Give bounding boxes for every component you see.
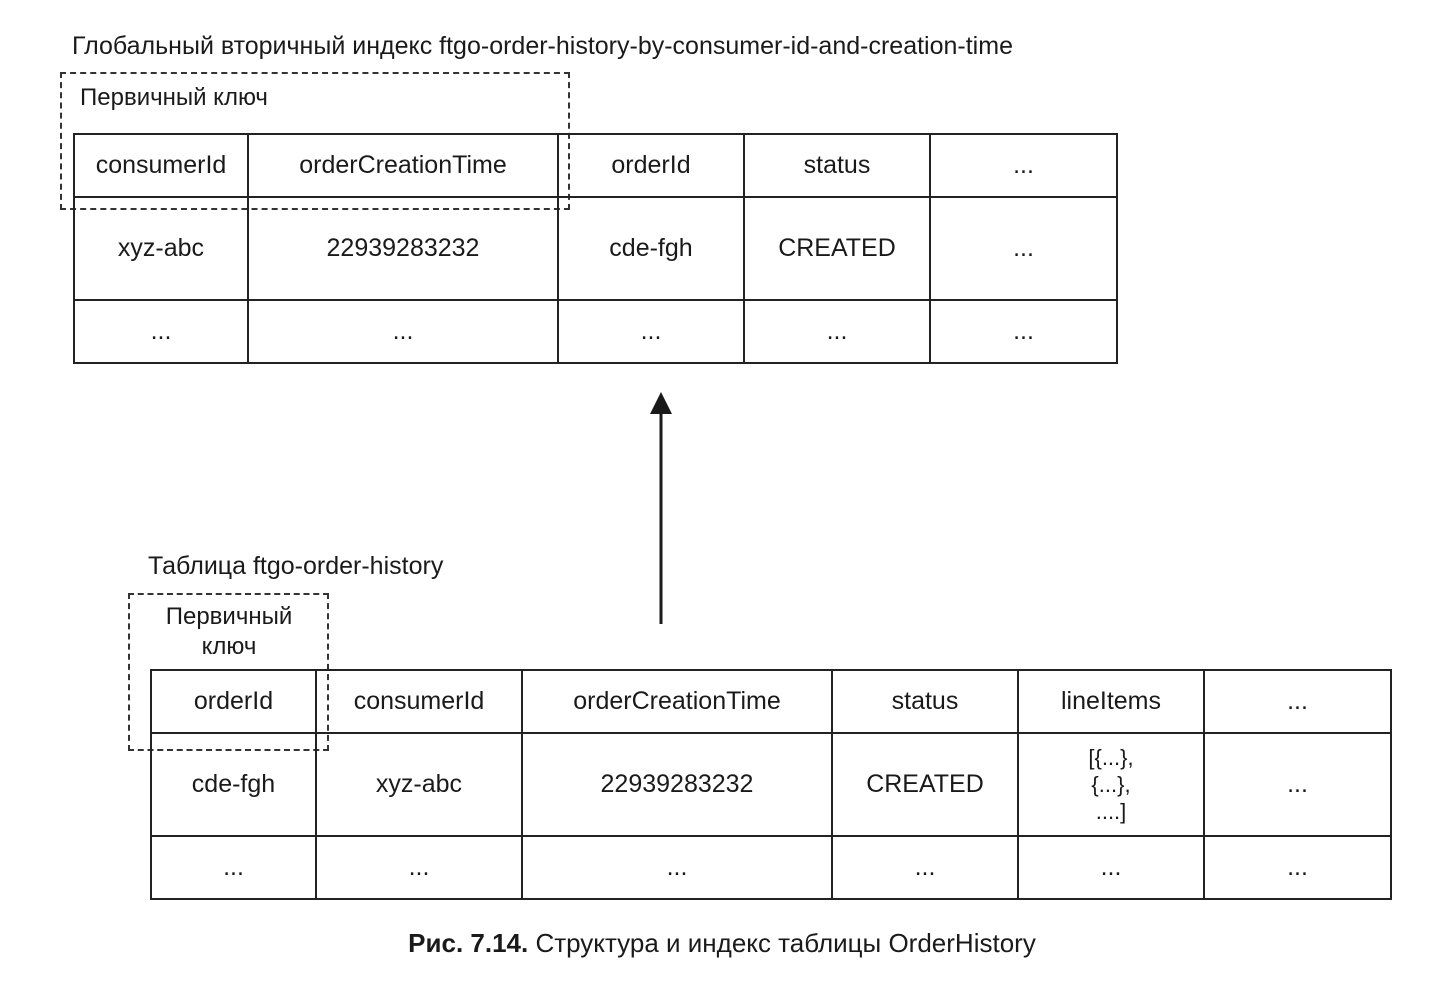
index-header-order-creation-time: orderCreationTime (247, 133, 559, 198)
table-cell: ... (150, 835, 317, 900)
table-cell: xyz-abc (315, 732, 523, 837)
table-cell: cde-fgh (150, 732, 317, 837)
arrow-up-icon (650, 392, 672, 624)
table-cell: ... (247, 299, 559, 364)
table-primary-key-label-line2: ключ (201, 633, 257, 660)
figure-caption-prefix: Рис. 7.14. (408, 928, 529, 958)
table-cell: ... (929, 196, 1118, 301)
line-items-line: [{...}, (1088, 745, 1134, 770)
table-primary-key-label-line1: Первичный (165, 603, 293, 630)
table-header-consumer-id: consumerId (315, 669, 523, 734)
table-primary-key-label: Первичный ключ (140, 602, 318, 662)
index-table: consumerId orderCreationTime orderId sta… (73, 133, 1118, 364)
table-cell: 22939283232 (521, 732, 833, 837)
table-cell: ... (315, 835, 523, 900)
table-cell: cde-fgh (557, 196, 745, 301)
table-header-line-items: lineItems (1017, 669, 1205, 734)
figure-caption: Рис. 7.14. Структура и индекс таблицы Or… (0, 928, 1444, 959)
table-cell: ... (557, 299, 745, 364)
table-cell: CREATED (831, 732, 1019, 837)
index-primary-key-label: Первичный ключ (80, 84, 268, 111)
index-header-row: consumerId orderCreationTime orderId sta… (73, 133, 1118, 198)
order-history-table: orderId consumerId orderCreationTime sta… (150, 669, 1392, 900)
table-header-status: status (831, 669, 1019, 734)
table-cell: ... (521, 835, 833, 900)
table-header-more: ... (1203, 669, 1392, 734)
table-cell: xyz-abc (73, 196, 249, 301)
table-row: ... ... ... ... ... (73, 299, 1118, 364)
table-cell: ... (1203, 835, 1392, 900)
table-cell: 22939283232 (247, 196, 559, 301)
line-items-line: {...}, (1091, 772, 1131, 797)
table-cell: ... (1017, 835, 1205, 900)
table-cell: ... (831, 835, 1019, 900)
table-header-order-id: orderId (150, 669, 317, 734)
table-row: cde-fgh xyz-abc 22939283232 CREATED [{..… (150, 732, 1392, 837)
table-cell: ... (73, 299, 249, 364)
table-header-row: orderId consumerId orderCreationTime sta… (150, 669, 1392, 734)
table-cell: ... (743, 299, 931, 364)
table-title: Таблица ftgo-order-history (148, 552, 444, 580)
table-cell: CREATED (743, 196, 931, 301)
table-row: xyz-abc 22939283232 cde-fgh CREATED ... (73, 196, 1118, 301)
line-items-cell: [{...}, {...}, ....] (1017, 732, 1205, 837)
table-cell: ... (1203, 732, 1392, 837)
index-header-consumer-id: consumerId (73, 133, 249, 198)
index-header-order-id: orderId (557, 133, 745, 198)
index-header-more: ... (929, 133, 1118, 198)
index-header-status: status (743, 133, 931, 198)
table-cell: ... (929, 299, 1118, 364)
table-row: ... ... ... ... ... ... (150, 835, 1392, 900)
index-title: Глобальный вторичный индекс ftgo-order-h… (72, 32, 1013, 60)
table-header-order-creation-time: orderCreationTime (521, 669, 833, 734)
line-items-line: ....] (1095, 799, 1127, 824)
figure-caption-text: Структура и индекс таблицы OrderHistory (528, 928, 1036, 958)
